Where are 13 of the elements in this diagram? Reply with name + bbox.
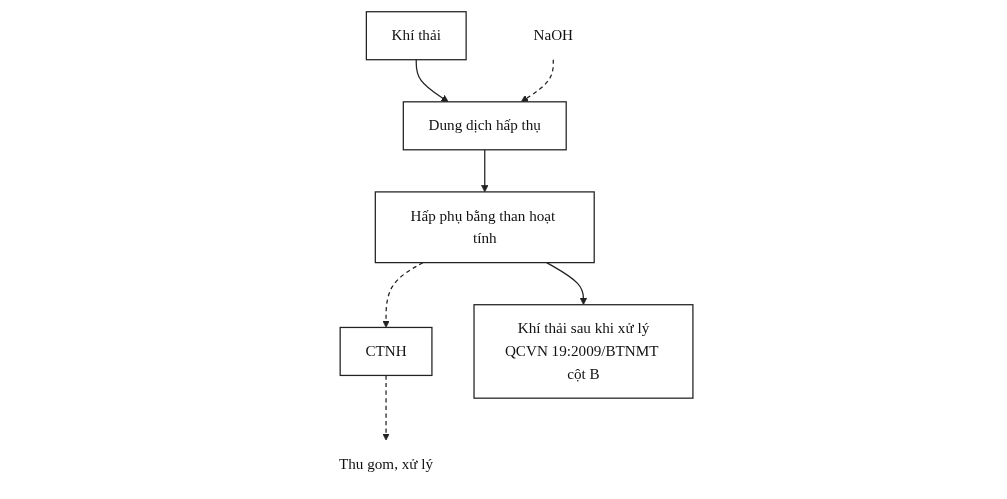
- node-text: Thu gom, xử lý: [339, 454, 434, 472]
- node-box: Khí thải sau khi xử lý QCVN 19:2009/BTNMT cột B: [473, 303, 694, 399]
- arrow: [521, 58, 555, 102]
- arrow: [415, 58, 449, 102]
- arrow: [546, 261, 588, 305]
- arrow: [382, 374, 390, 441]
- arrow: [382, 261, 424, 328]
- node-box: Khí thải: [365, 10, 467, 60]
- arrow: [481, 148, 489, 192]
- node-text: NaOH: [533, 26, 574, 44]
- node-box: CTNH: [339, 326, 433, 376]
- node-box: Dung dịch hấp thụ: [402, 100, 567, 150]
- node-box: Hấp phụ bằng than hoạt tính: [374, 190, 595, 263]
